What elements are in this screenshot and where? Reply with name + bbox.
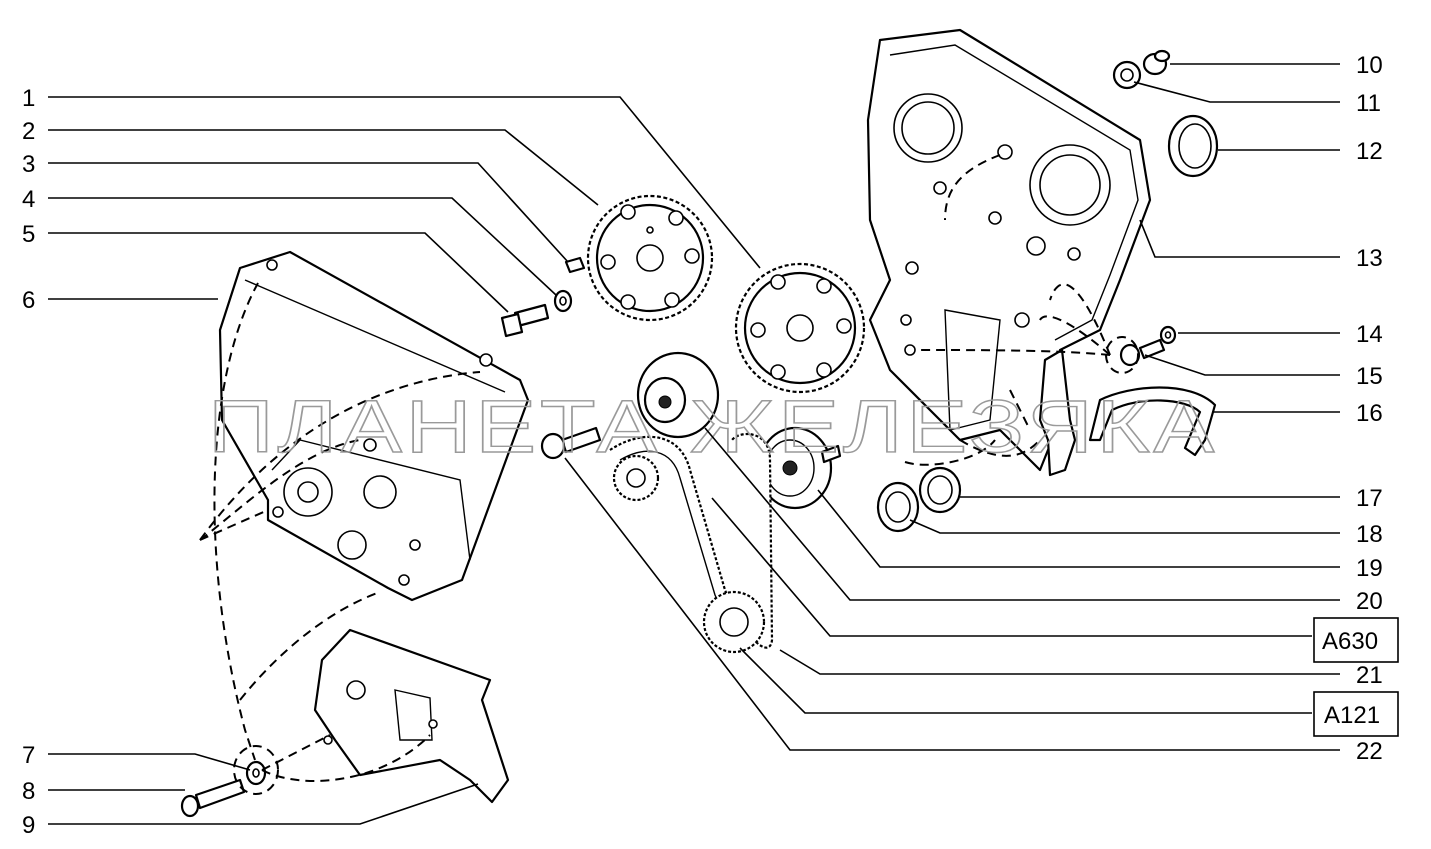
camshaft-pulley-2 <box>586 194 714 322</box>
callout-9: 9 <box>22 812 35 839</box>
front-cover-upper <box>218 250 530 602</box>
dashed-path-right-2 <box>919 349 1111 356</box>
bushing-17 <box>918 466 962 514</box>
dashed-path-right-5 <box>959 439 1041 457</box>
callout-16: 16 <box>1356 400 1383 427</box>
callout-15: 15 <box>1356 363 1383 390</box>
bolt-8 <box>180 778 246 818</box>
washer-7 <box>245 760 267 786</box>
dashed-path-right-4 <box>1049 283 1111 356</box>
washer-14 <box>1159 325 1177 345</box>
dashed-path-right-6 <box>1009 389 1031 431</box>
ref-box-a121: A121 <box>1313 691 1399 737</box>
dashed-path-left-5 <box>239 591 381 701</box>
callouts-right: 10 11 12 13 14 15 16 17 18 19 20 21 22 <box>1356 52 1383 765</box>
callout-19: 19 <box>1356 555 1383 582</box>
washer-4 <box>553 289 573 313</box>
ref-box-a630-label: A630 <box>1322 628 1378 655</box>
watermark-text: ПЛАНЕТА ЖЕЛЕЗЯКА <box>208 385 1218 468</box>
callout-10: 10 <box>1356 52 1383 79</box>
callout-14: 14 <box>1356 321 1383 348</box>
callout-8: 8 <box>22 778 35 805</box>
callout-5: 5 <box>22 221 35 248</box>
callout-2: 2 <box>22 118 35 145</box>
tensioner-roller <box>636 351 720 439</box>
camshaft-pulley-1 <box>734 262 866 394</box>
callout-22: 22 <box>1356 738 1383 765</box>
seal-11 <box>1112 60 1142 90</box>
dashed-path-left-1 <box>213 282 259 761</box>
dashed-path-left-3 <box>199 439 361 541</box>
dashed-path-left-2 <box>199 371 481 541</box>
dashed-ring-15 <box>1105 336 1139 374</box>
gasket-16 <box>1088 386 1217 457</box>
plug-10 <box>1142 49 1171 76</box>
callout-20: 20 <box>1356 588 1383 615</box>
dashed-path-left-6 <box>261 734 331 771</box>
callout-4: 4 <box>22 186 35 213</box>
ref-box-a121-label: A121 <box>1324 702 1380 729</box>
bolt-5 <box>500 303 550 338</box>
callout-11: 11 <box>1356 90 1381 117</box>
dashed-path-right-3 <box>1039 315 1111 356</box>
crankshaft-pulley <box>702 590 766 654</box>
dashed-path-right-1 <box>944 154 1001 221</box>
callout-12: 12 <box>1356 138 1383 165</box>
bolt-15 <box>1119 338 1166 367</box>
callout-1: 1 <box>22 85 35 112</box>
callout-3: 3 <box>22 151 35 178</box>
oil-seal-12 <box>1167 114 1219 178</box>
rear-cover <box>866 28 1152 477</box>
front-cover-lower <box>313 628 510 804</box>
callout-18: 18 <box>1356 521 1383 548</box>
dashed-arc-lower <box>904 439 996 466</box>
aux-pulley <box>612 454 660 502</box>
dashed-ring-7 <box>233 745 279 795</box>
dashed-path-left-4 <box>199 509 269 541</box>
ref-box-a630: A630 <box>1313 617 1399 663</box>
callout-21: 21 <box>1356 662 1383 689</box>
callouts-left: 1 2 3 4 5 6 7 8 9 <box>22 85 35 839</box>
leader-lines <box>48 63 1340 825</box>
callout-13: 13 <box>1356 245 1383 272</box>
bolt-22 <box>540 426 602 460</box>
bushing-18 <box>876 481 920 533</box>
callout-6: 6 <box>22 287 35 314</box>
callout-17: 17 <box>1356 485 1383 512</box>
key-3 <box>564 256 586 274</box>
callout-7: 7 <box>22 742 35 769</box>
